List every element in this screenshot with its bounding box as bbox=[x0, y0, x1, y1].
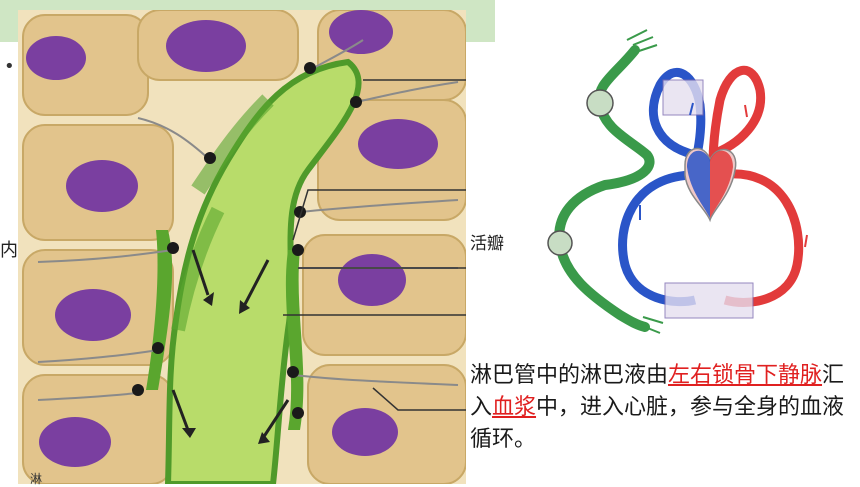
circulation-diagram bbox=[547, 29, 808, 334]
label-valve: 活瓣 bbox=[470, 234, 504, 254]
caption-highlight-plasma: 血浆 bbox=[492, 395, 537, 420]
caption-highlight-subclavian: 左右锁骨下静脉 bbox=[668, 363, 823, 388]
text-fragment-left: 内 bbox=[0, 240, 18, 261]
caption-text: 淋巴管中的淋巴液由左右锁骨下静脉汇入血浆中，进入心脏，参与全身的血液循环。 bbox=[470, 360, 850, 456]
caption-part: 中，进入心脏，参与全身的血液循环。 bbox=[470, 395, 845, 452]
caption-part: 淋巴管中的淋巴液由 bbox=[470, 363, 669, 388]
bullet-mark: • bbox=[4, 56, 15, 77]
lymph-capillary-illustration bbox=[18, 10, 466, 484]
caption-part: 汇入 bbox=[470, 363, 845, 420]
text-fragment-bottom: 淋 bbox=[30, 472, 43, 486]
